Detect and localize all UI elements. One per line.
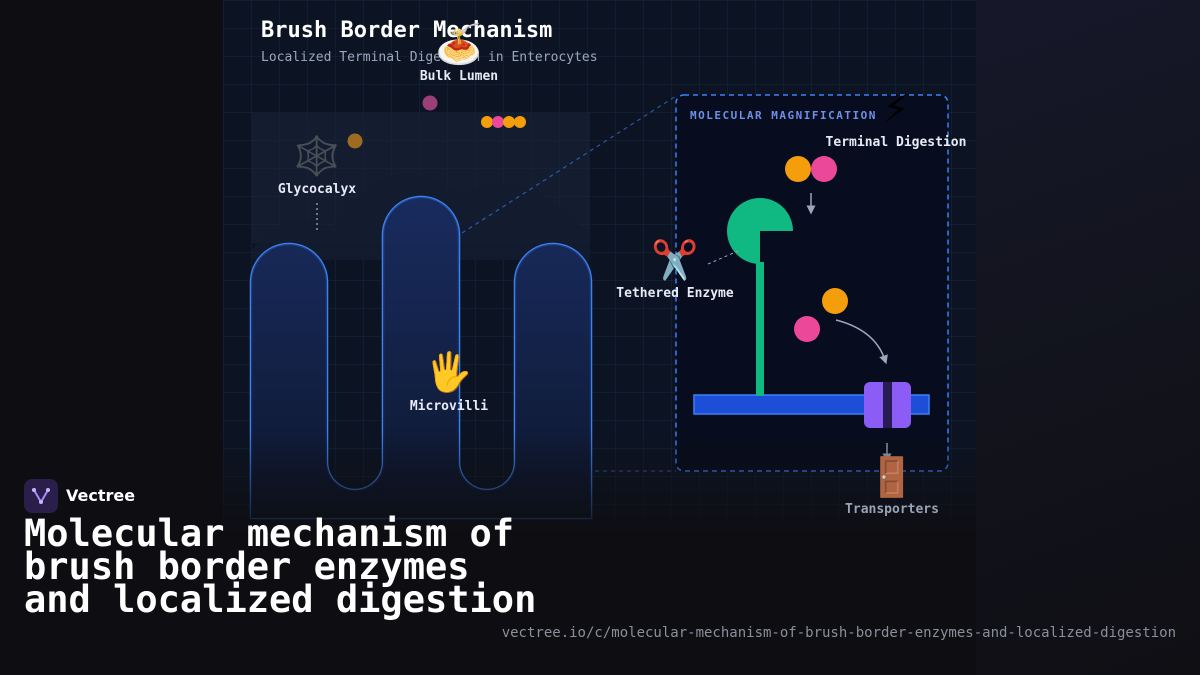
background-right — [976, 0, 1200, 675]
magnification-connector-top — [461, 95, 677, 234]
nutrient-dot — [422, 95, 438, 111]
brand-name: Vectree — [66, 486, 136, 505]
scissors-icon: ✂️ — [651, 238, 699, 282]
page-url[interactable]: vectree.io/c/molecular-mechanism-of-brus… — [501, 625, 1176, 641]
microvilli-label: Microvilli — [409, 399, 489, 414]
diagram-title: Brush Border Mechanism — [261, 18, 553, 43]
web-icon: 🕸️ — [293, 134, 341, 178]
hand-icon: 🖐️ — [425, 350, 473, 394]
door-icon: 🚪 — [868, 455, 916, 499]
transporter-pore — [883, 382, 892, 428]
nutrient-chain-dot — [514, 116, 526, 128]
diagram-subtitle: Localized Terminal Digestion in Enterocy… — [261, 50, 598, 65]
substrate-orange — [785, 156, 811, 182]
tethered-enzyme-label: Tethered Enzyme — [616, 286, 734, 301]
product-orange — [822, 288, 848, 314]
nutrient-chain-dot — [503, 116, 515, 128]
bulk-lumen-label: Bulk Lumen — [419, 69, 499, 84]
enzyme-stalk — [756, 262, 764, 396]
microvilli-fill — [251, 197, 591, 518]
pasta-icon: 🍝 — [435, 22, 483, 66]
magnification-label: MOLECULAR MAGNIFICATION — [690, 109, 877, 122]
panel-fade — [223, 430, 976, 530]
arrow-to-transporter — [835, 319, 888, 365]
nutrient-dot — [347, 133, 363, 149]
lightning-icon: ⚡ — [882, 87, 910, 131]
transporters-label: Transporters — [845, 502, 939, 517]
product-pink — [794, 316, 820, 342]
nutrient-chain-dot — [492, 116, 504, 128]
substrate-pink — [811, 156, 837, 182]
glycocalyx-label: Glycocalyx — [277, 182, 357, 197]
nutrient-chain-dot — [481, 116, 493, 128]
enzyme-head — [727, 198, 793, 264]
terminal-digestion-label: Terminal Digestion — [825, 135, 967, 150]
vectree-logo-icon — [24, 479, 58, 513]
page-headline: Molecular mechanism of brush border enzy… — [24, 512, 537, 621]
